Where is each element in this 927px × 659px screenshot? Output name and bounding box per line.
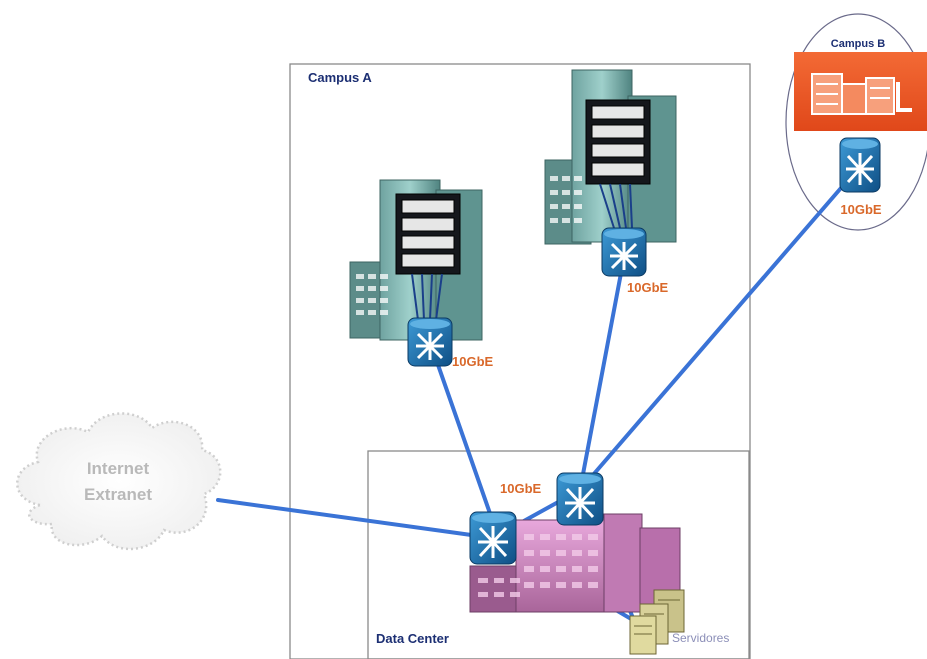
data-center-border <box>367 450 750 659</box>
rack-right-cables <box>599 183 633 229</box>
campus-a-label: Campus A <box>308 70 372 85</box>
internet-cloud: Internet Extranet <box>16 412 222 551</box>
link-right-building-to-core <box>578 250 627 492</box>
rack-left <box>395 193 461 275</box>
building-left <box>349 179 483 341</box>
link-left-building-to-core <box>428 340 495 524</box>
campus-b-building-icon <box>811 73 912 115</box>
cloud-label-line1: Internet <box>87 459 150 478</box>
campus-b-label: Campus B <box>831 38 885 50</box>
right-building-speed-label: 10GbE <box>627 280 669 295</box>
core-speed-label: 10GbE <box>500 481 542 496</box>
campus-a-region: Campus A <box>289 63 751 659</box>
rack-right <box>585 99 651 185</box>
link-internet-to-edge <box>216 498 495 540</box>
switch-campus-b <box>839 137 881 193</box>
left-building-speed-label: 10GbE <box>452 354 494 369</box>
switch-right-building <box>601 227 647 277</box>
campus-b-region: Campus B 10GbE <box>785 13 927 231</box>
rack-left-cables <box>411 273 443 321</box>
data-center-region: Data Center <box>367 450 750 659</box>
switch-edge <box>469 511 517 565</box>
campus-a-border <box>289 63 751 659</box>
cloud-shape <box>16 412 222 551</box>
data-center-label: Data Center <box>376 631 449 646</box>
campus-b-speed-label: 10GbE <box>840 202 882 217</box>
link-campus-b-to-core <box>578 164 862 492</box>
servers-icon <box>629 589 685 655</box>
switch-left-building <box>407 317 453 367</box>
cloud-label-line2: Extranet <box>84 485 152 504</box>
servers-label: Servidores <box>672 631 729 645</box>
switch-core <box>556 472 604 526</box>
building-right <box>544 69 677 245</box>
